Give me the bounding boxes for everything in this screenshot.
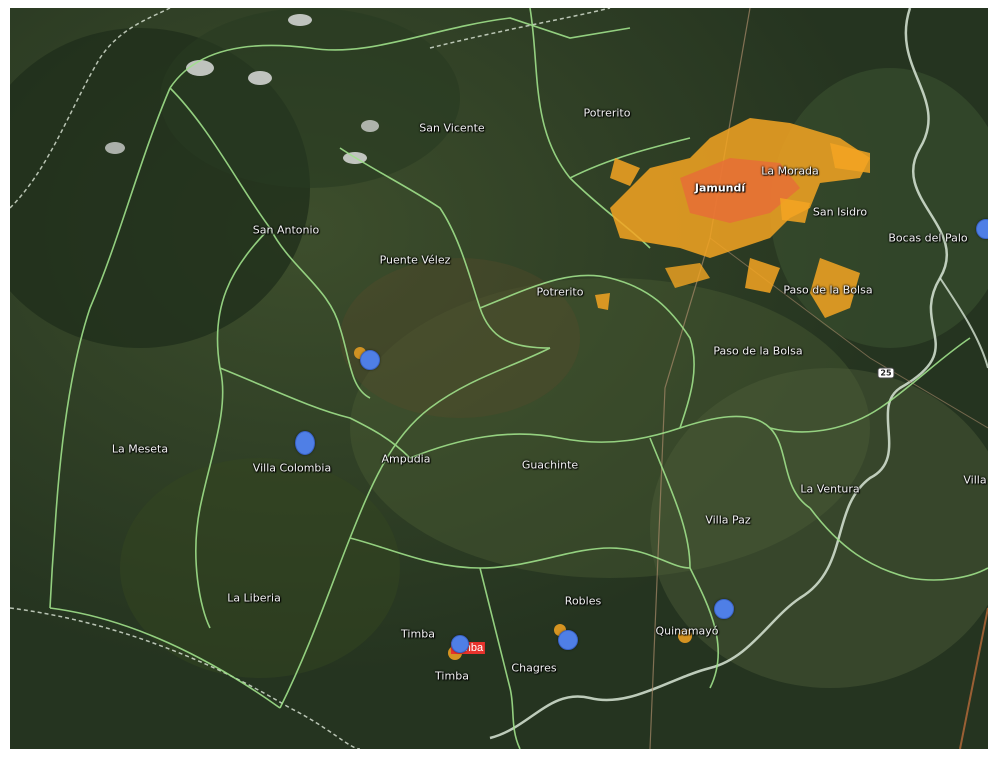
place-label-puente-velez: Puente Vélez [379,253,451,267]
place-label-jamundi: Jamundí [694,181,746,195]
place-label-la-meseta: La Meseta [111,442,169,456]
place-label-la-ventura: La Ventura [800,482,860,496]
location-marker-timba[interactable] [451,635,469,653]
place-label-paso-de-la-bolsa-2: Paso de la Bolsa [713,344,803,358]
place-label-san-vicente: San Vicente [419,121,485,135]
place-label-la-morada: La Morada [761,164,819,178]
urban-area-jamundi [595,118,870,318]
place-label-chagres: Chagres [511,661,557,675]
place-label-villa-paz: Villa Paz [705,513,751,527]
road-shield: 25 [877,367,895,379]
place-label-villa-edge: Villa [963,473,987,487]
place-label-san-antonio: San Antonio [252,223,320,237]
place-label-timbaq: Timba [401,627,435,641]
location-marker-villa-colombia[interactable] [295,431,315,455]
location-marker-bocas-del-palo[interactable] [976,219,988,239]
location-marker-puente-velez[interactable] [360,350,380,370]
place-label-quinamayo: Quinamayó [655,624,719,638]
map-canvas [10,8,988,749]
place-label-potrerito-north: Potrerito [583,106,631,120]
place-label-bocas-del-palo: Bocas del Palo [888,231,968,245]
place-label-la-liberia: La Liberia [227,591,281,605]
place-label-guachinte: Guachinte [521,458,579,472]
place-label-villa-colombia: Villa Colombia [252,461,332,475]
place-label-timba: Timba [435,669,469,683]
place-label-san-isidro: San Isidro [812,205,868,219]
place-label-potrerito: Potrerito [536,285,584,299]
satellite-map[interactable]: San Vicente Potrerito Jamundí La Morada … [10,8,988,749]
place-label-paso-de-la-bolsa-1: Paso de la Bolsa [783,283,873,297]
place-label-robles: Robles [564,594,602,608]
location-marker-quinamayo[interactable] [714,599,734,619]
location-marker-chagres[interactable] [558,630,578,650]
place-label-ampudia: Ampudia [381,452,431,466]
